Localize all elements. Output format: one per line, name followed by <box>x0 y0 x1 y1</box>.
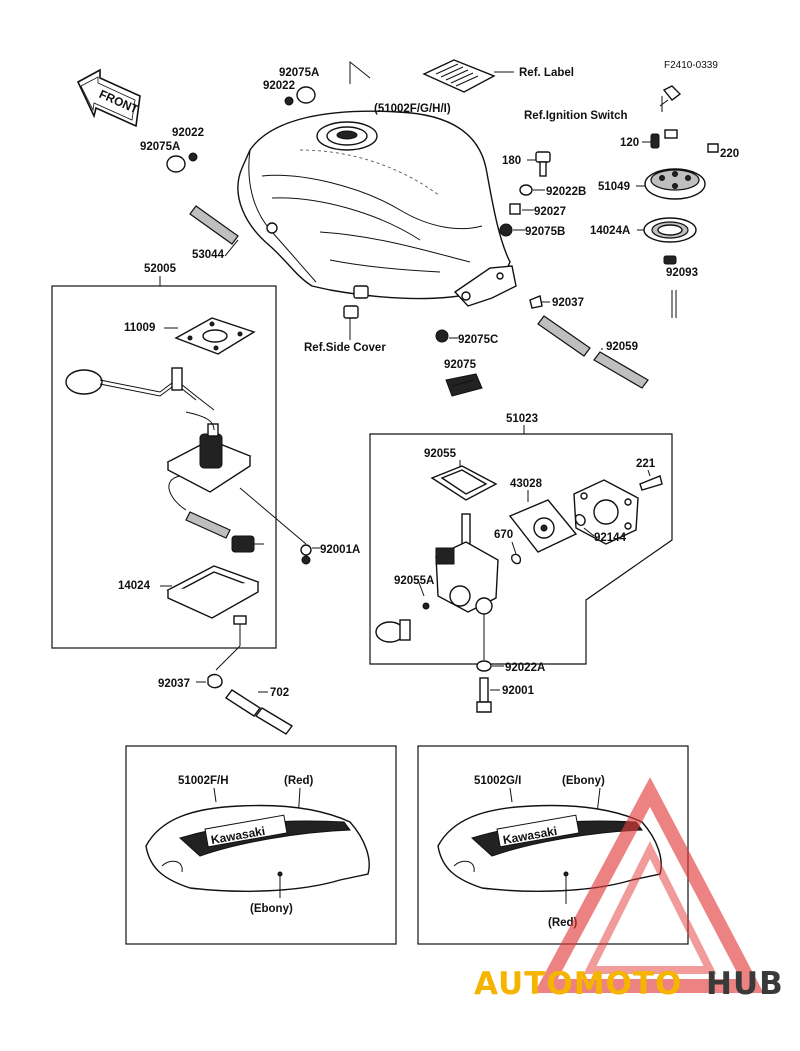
label-92093: 92093 <box>666 267 698 279</box>
ref-label-icon <box>422 59 496 93</box>
variant-panel-1: 51002F/H (Red) Kawasaki (Ebony) <box>125 745 397 945</box>
label-702: 702 <box>270 687 289 699</box>
watermark-logo-icon <box>534 777 764 993</box>
label-14024: 14024 <box>118 580 151 592</box>
diaphragm-icon <box>508 499 578 553</box>
variant-panel-2: 51002G/I (Ebony) Kawasaki (Red) <box>417 745 689 945</box>
fuel-pump-frame <box>51 285 277 649</box>
variant-top-color-2: (Ebony) <box>562 775 605 787</box>
label-53044: 53044 <box>192 249 225 261</box>
label-92075A-top: 92075A <box>279 67 319 79</box>
grommet-icon <box>296 86 316 104</box>
fuel-tank <box>237 110 517 307</box>
key-icon <box>662 85 682 101</box>
fuel-cock-frame <box>369 433 673 665</box>
variant-top-color-1: (Red) <box>284 775 314 787</box>
label-220: 220 <box>720 148 739 160</box>
label-ref-side-cover: Ref.Side Cover <box>304 342 386 354</box>
float-icon <box>65 369 103 395</box>
label-92055: 92055 <box>424 448 457 460</box>
label-51049: 51049 <box>598 181 630 193</box>
label-ref-ignition: Ref.Ignition Switch <box>524 110 628 122</box>
fuel-cock-body <box>435 513 499 615</box>
label-92022-top: 92022 <box>263 80 295 92</box>
label-14024A: 14024A <box>590 225 630 237</box>
label-180: 180 <box>502 155 521 167</box>
label-43028: 43028 <box>510 478 543 490</box>
label-92022A: 92022A <box>505 662 545 674</box>
label-92037-right: 92037 <box>552 297 584 309</box>
label-92059: 92059 <box>606 341 638 353</box>
label-11009: 11009 <box>124 322 155 334</box>
variant-part-1: 51002F/H <box>178 775 229 787</box>
collar-icon <box>284 96 294 106</box>
watermark-text-part2: HUB <box>706 966 784 1002</box>
pump-housing-gasket <box>166 565 260 619</box>
label-92001: 92001 <box>502 685 535 697</box>
label-92022-left: 92022 <box>172 127 204 139</box>
front-arrow-icon: FRONT <box>76 68 141 128</box>
variant-bottom-color-1: (Ebony) <box>250 903 293 915</box>
label-120: 120 <box>620 137 639 149</box>
label-92001A: 92001A <box>320 544 360 556</box>
variant-part-2: 51002G/I <box>474 775 521 787</box>
ignition-cap-icon <box>644 168 706 200</box>
gasket-ring-icon <box>643 217 697 243</box>
label-92075: 92075 <box>444 359 477 371</box>
label-ref-label: Ref. Label <box>519 67 574 79</box>
label-670: 670 <box>494 529 513 541</box>
diaphragm-cover-icon <box>573 479 639 545</box>
diagram-code: F2410-0339 <box>664 60 718 71</box>
label-92075C: 92075C <box>458 334 498 346</box>
breather-hose <box>189 205 239 245</box>
watermark-text-part1: AUTOMOTO <box>474 966 682 1002</box>
variant-bottom-color-2: (Red) <box>548 917 578 929</box>
label-92055A: 92055A <box>394 575 434 587</box>
label-51002-all: (51002F/G/H/I) <box>374 103 451 115</box>
label-92075B: 92075B <box>525 226 565 238</box>
label-92027: 92027 <box>534 206 566 218</box>
fuel-pump-unit <box>166 411 252 493</box>
label-51023: 51023 <box>506 413 538 425</box>
label-92022B: 92022B <box>546 186 586 198</box>
fuel-cock-lever-icon <box>375 619 411 643</box>
label-92144: 92144 <box>594 532 627 544</box>
label-221: 221 <box>636 458 656 470</box>
pump-gasket-icon <box>174 317 256 355</box>
label-92075A-left: 92075A <box>140 141 180 153</box>
connector-icon <box>231 535 255 553</box>
label-92037-left: 92037 <box>158 678 190 690</box>
label-52005: 52005 <box>144 263 177 275</box>
